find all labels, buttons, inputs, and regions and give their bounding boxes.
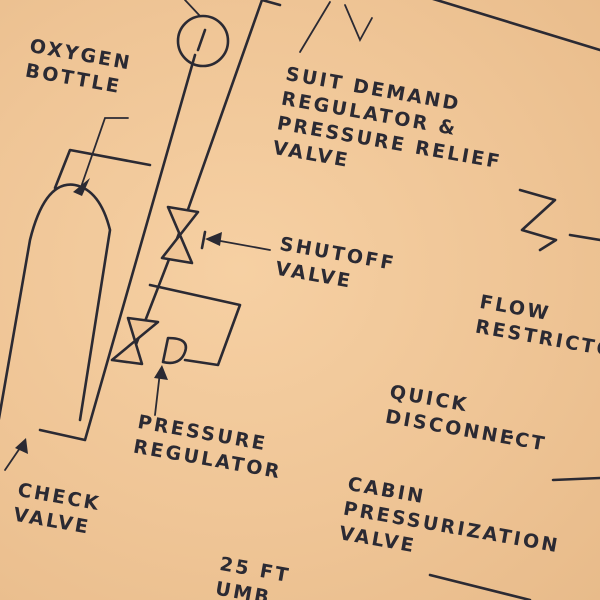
pressure-regulator-valve: [110, 316, 160, 366]
quick-disconnect-dot: [509, 435, 513, 439]
suit-supply-line: [128, 0, 264, 362]
pressure-regulator-dome: [161, 336, 188, 365]
oxygen-bottle-neck: [53, 148, 152, 190]
shutoff-stem: [200, 230, 207, 250]
pressure-regulator-arrowhead: [154, 365, 168, 380]
top-right-line: [432, 0, 600, 52]
oxygen-bottle-arrowhead: [73, 178, 90, 196]
pressure-gauge-stem: [184, 0, 201, 17]
oxygen-bottle-shape: [0, 183, 112, 422]
shutoff-valve-symbol: [160, 205, 200, 265]
main-supply-line: [38, 53, 197, 442]
shutoff-leader: [214, 239, 271, 251]
pressure-regulator-leader: [154, 371, 161, 416]
top-connector: [260, 0, 282, 7]
shutoff-arrowhead: [205, 232, 222, 246]
flow-restrictor-symbol: [518, 188, 558, 252]
regulator-bypass-loop: [148, 283, 242, 367]
quick-disconnect-line: [551, 476, 600, 482]
cabin-pressurization-line: [428, 573, 532, 600]
pressure-gauge-needle: [196, 28, 207, 52]
check-valve-arrowhead: [15, 438, 28, 454]
suit-regulator-leader: [299, 1, 373, 53]
flow-restrictor-line: [568, 233, 600, 242]
oxygen-bottle-leader: [79, 117, 129, 191]
pressure-gauge-dial: [176, 14, 230, 68]
